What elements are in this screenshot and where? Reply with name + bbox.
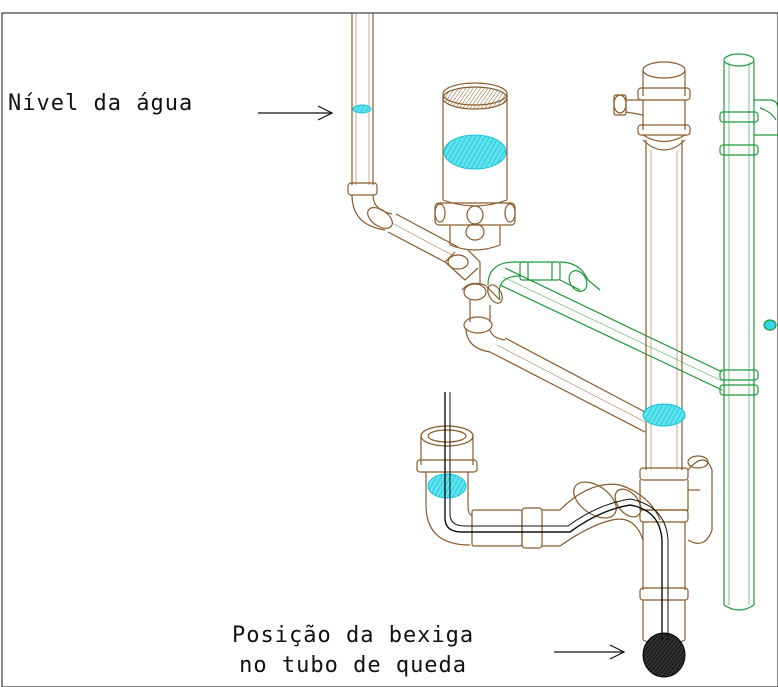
arrow-bladder bbox=[554, 644, 626, 660]
water-level-label: Nível da água bbox=[8, 91, 194, 116]
bladder-position-marker bbox=[642, 632, 686, 678]
arrow-water-level bbox=[258, 105, 334, 121]
vertical-pipe-left bbox=[347, 13, 459, 263]
lower-trap bbox=[416, 425, 661, 549]
branch-pipe-diagonal bbox=[461, 282, 646, 433]
floor-drain bbox=[434, 82, 516, 285]
bladder-label-line2: no tubo de queda bbox=[239, 653, 468, 678]
vent-pipe-green bbox=[487, 53, 778, 611]
drain-stack bbox=[613, 61, 713, 646]
bladder-guide-line bbox=[444, 392, 663, 640]
water-level-marker-trap bbox=[427, 473, 467, 499]
drawing-frame bbox=[1, 12, 778, 687]
water-level-marker-stack bbox=[642, 403, 686, 427]
bladder-position-label: Posição da bexiga no tubo de queda bbox=[232, 621, 474, 681]
water-level-marker-drain bbox=[443, 134, 507, 170]
bladder-label-line1: Posição da bexiga bbox=[232, 623, 475, 648]
water-level-marker-left bbox=[352, 104, 372, 114]
